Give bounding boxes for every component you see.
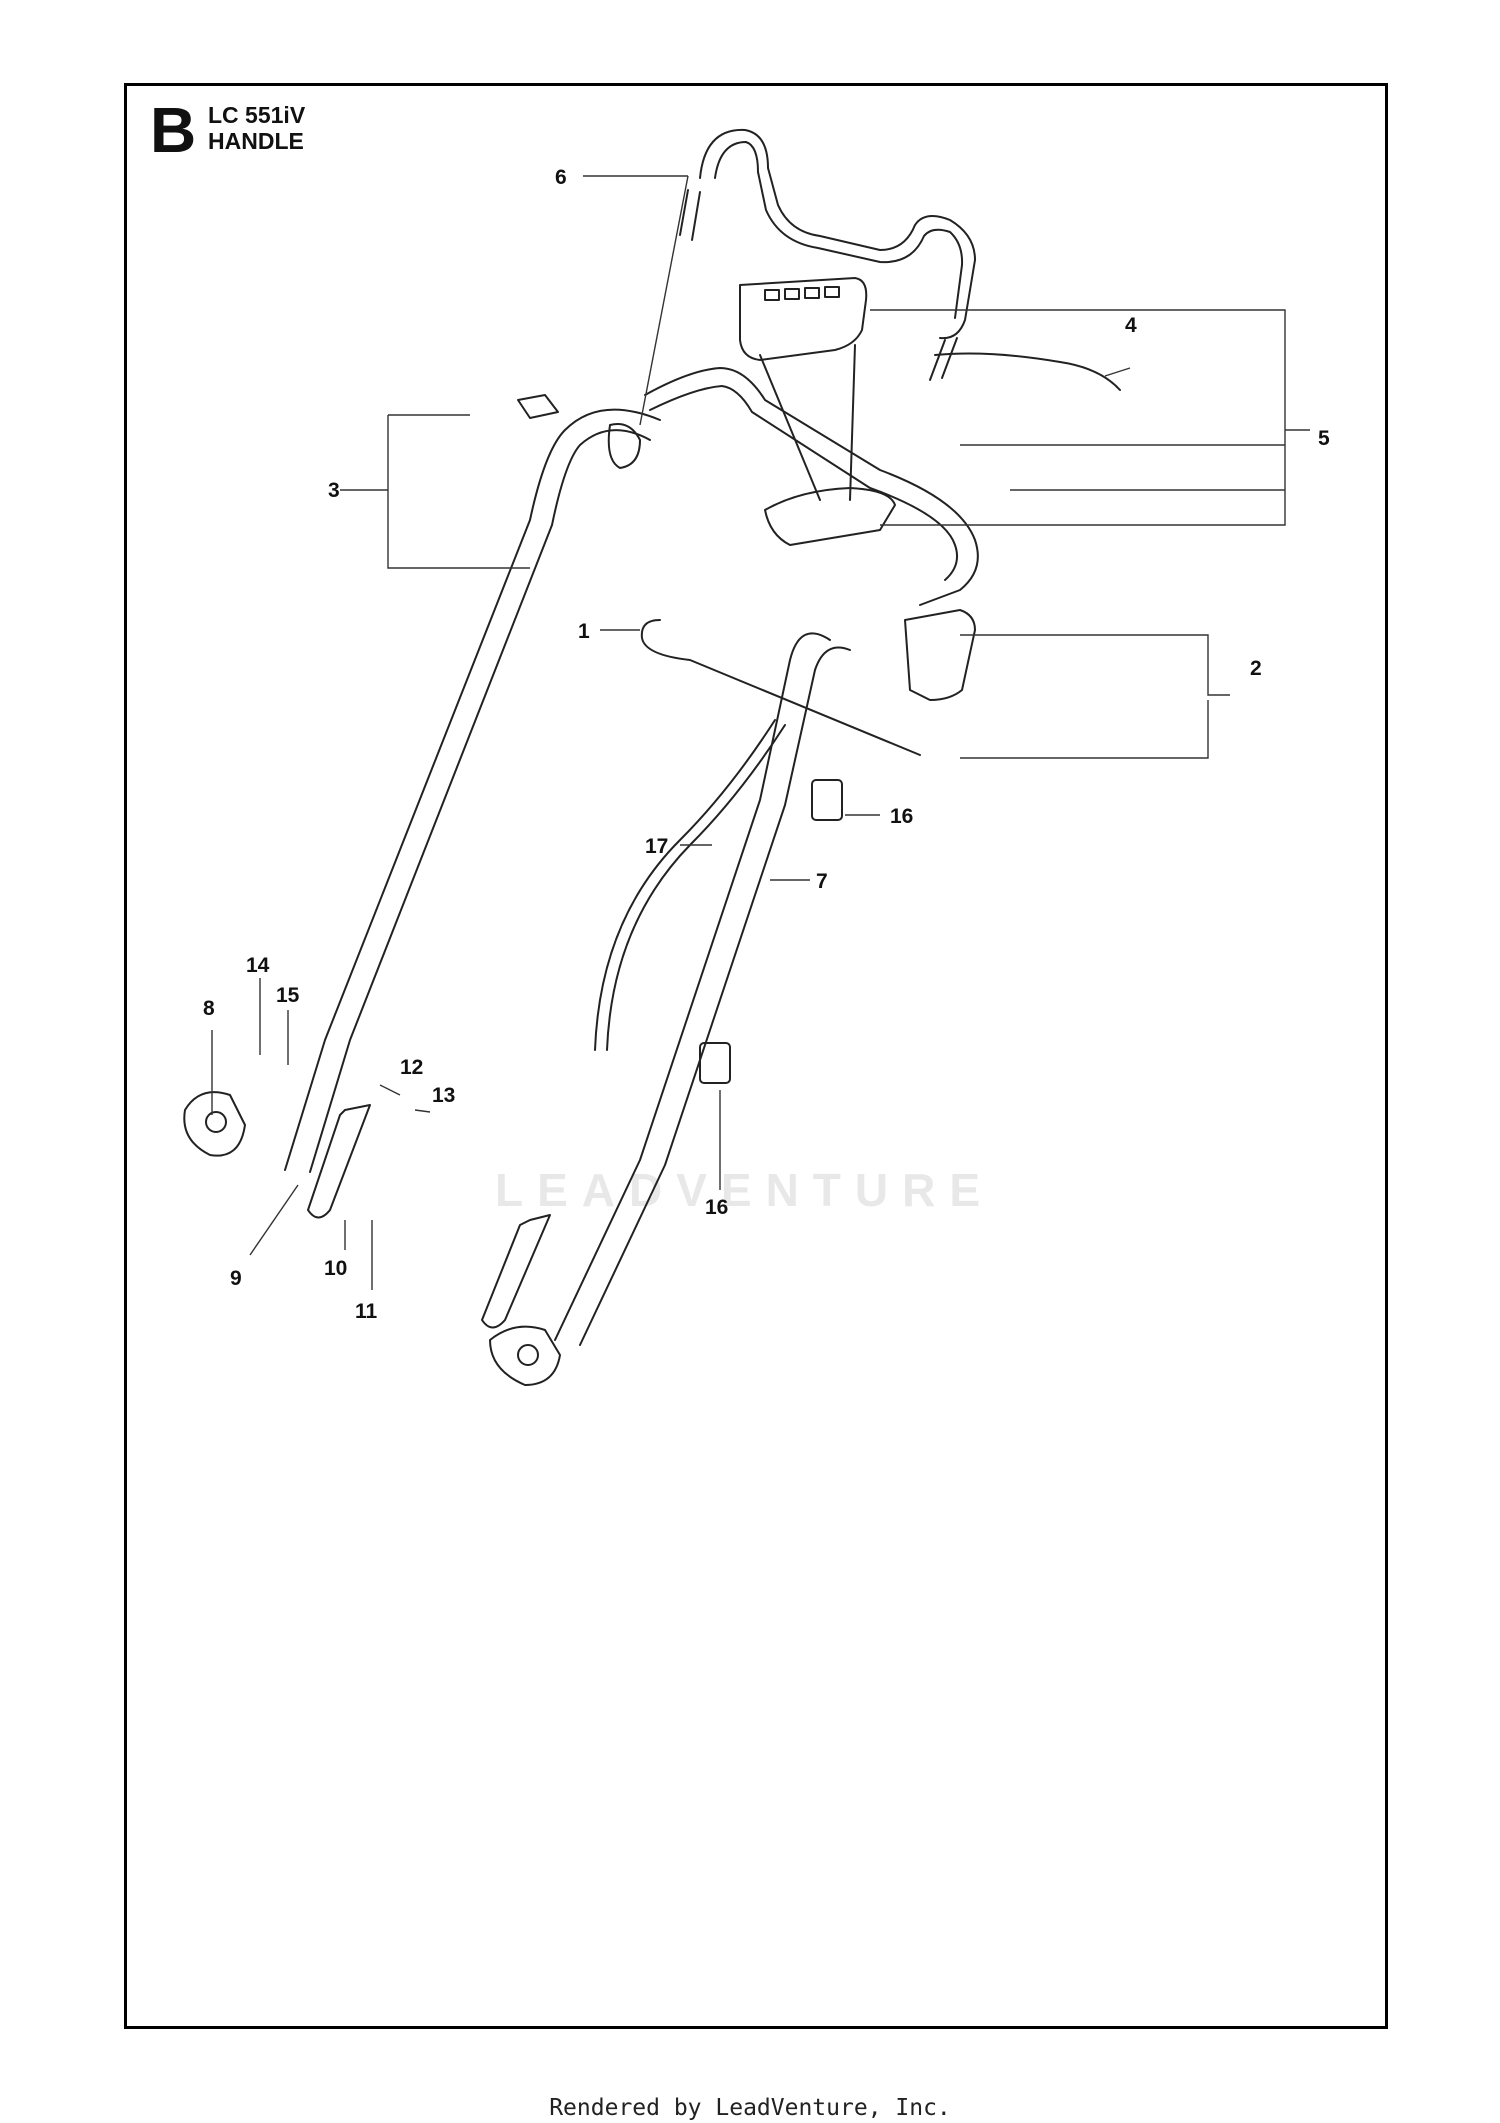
callout-17: 17 <box>645 835 668 858</box>
callout-8: 8 <box>203 997 215 1020</box>
section-letter: B <box>150 94 197 166</box>
wire-harness <box>934 352 1121 391</box>
callout-14: 14 <box>246 954 270 977</box>
callout-15: 15 <box>276 984 300 1007</box>
callout-13: 13 <box>432 1084 455 1107</box>
assembly-title: HANDLE <box>208 128 304 155</box>
bracket-5 <box>870 309 1310 526</box>
callout-12: 12 <box>400 1056 423 1079</box>
callout-16b: 16 <box>705 1196 728 1219</box>
callout-11: 11 <box>355 1300 378 1323</box>
middle-handle-bar <box>644 367 979 606</box>
right-knob <box>489 1325 561 1386</box>
right-adjust-plate <box>481 1214 551 1329</box>
leader-4 <box>1104 367 1131 377</box>
title-block: LC 551iV HANDLE <box>208 102 305 155</box>
footer-credit: Rendered by LeadVenture, Inc. <box>549 2095 951 2121</box>
left-main-tube <box>284 408 661 1171</box>
callout-2: 2 <box>1250 657 1262 680</box>
callout-9: 9 <box>230 1267 242 1290</box>
switch-box <box>904 609 976 701</box>
model-title: LC 551iV <box>208 102 306 128</box>
clip-lower <box>699 1042 731 1084</box>
callout-5: 5 <box>1318 427 1330 450</box>
bracket-3 <box>340 414 530 569</box>
callout-4: 4 <box>1125 314 1137 337</box>
leader-12 <box>379 1084 401 1096</box>
clip-upper <box>811 779 843 821</box>
right-main-tube <box>554 632 831 1341</box>
callout-3: 3 <box>328 479 340 502</box>
leader-13 <box>414 1109 431 1113</box>
watermark: LEADVENTURE <box>495 1164 995 1216</box>
left-adjust-plate <box>307 1104 371 1219</box>
cable <box>594 719 776 1051</box>
control-panel-housing <box>739 277 868 361</box>
bracket-2 <box>960 634 1230 759</box>
callout-7: 7 <box>816 870 828 893</box>
bracket <box>517 394 559 419</box>
callout-6: 6 <box>555 166 567 189</box>
callout-1: 1 <box>578 620 590 643</box>
cable-hook <box>640 619 921 756</box>
left-knob <box>183 1091 246 1157</box>
leader-9 <box>249 1184 299 1256</box>
diagram-frame <box>124 83 1388 2029</box>
callout-10: 10 <box>324 1257 347 1280</box>
top-handle-bar <box>699 128 976 340</box>
callout-16a: 16 <box>890 805 913 828</box>
